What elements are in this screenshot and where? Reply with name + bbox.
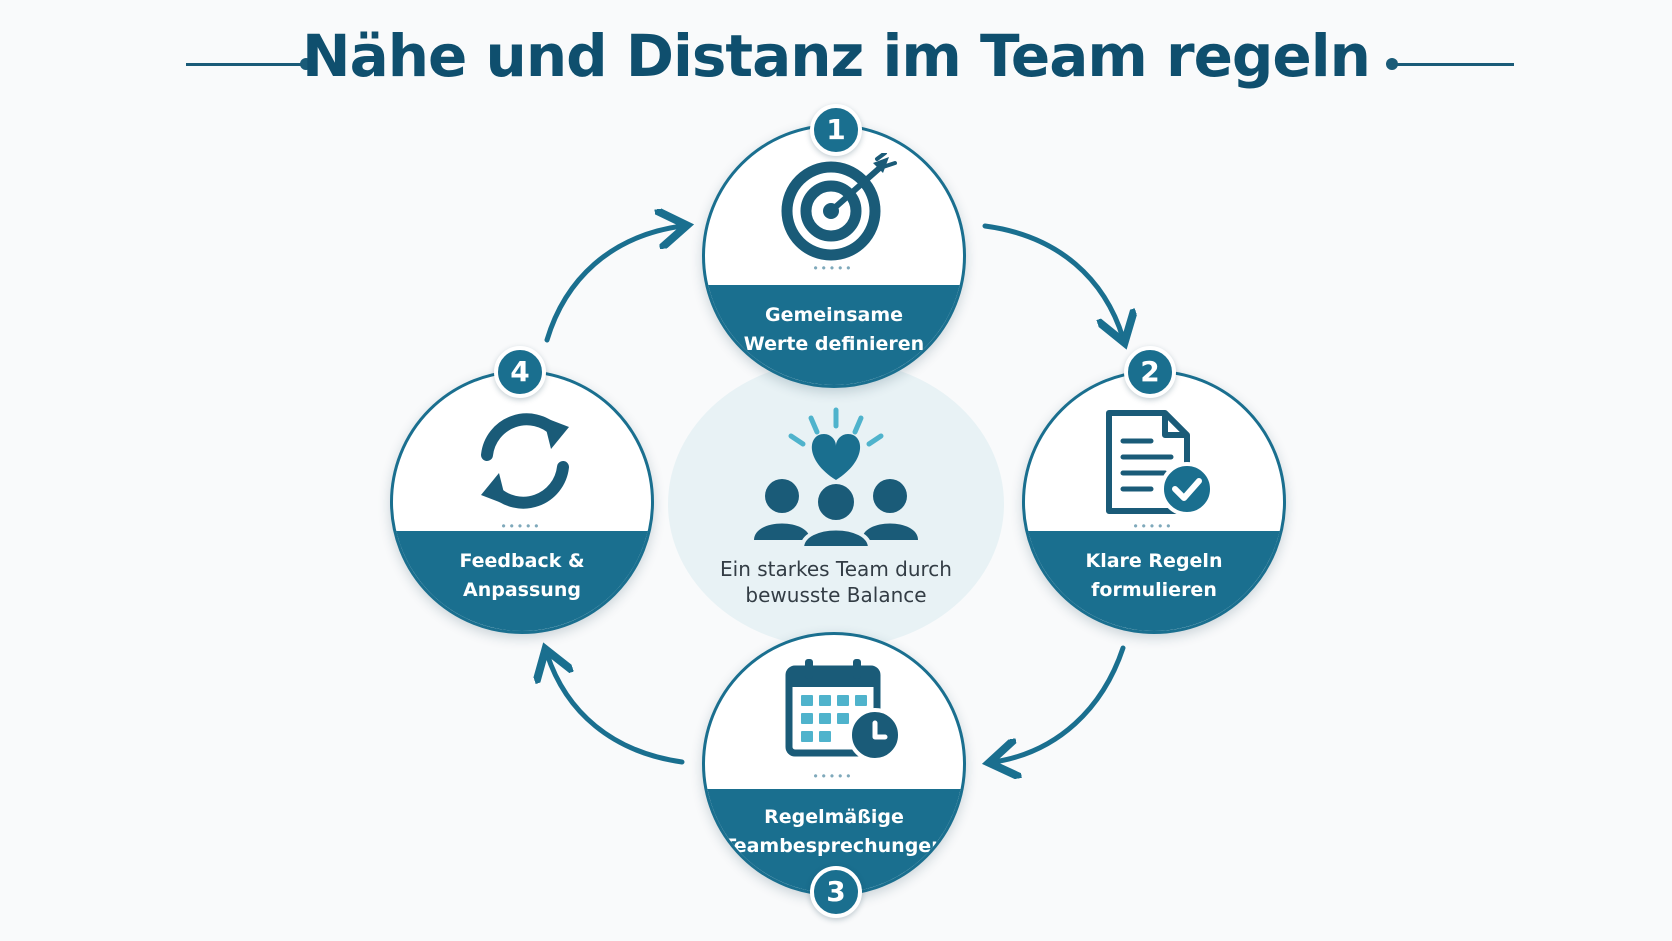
document-check-icon: [1106, 410, 1214, 516]
step-1-dots: •••••: [813, 261, 855, 275]
calendar-clock-icon: [785, 659, 902, 762]
arrow-1-to-2: [982, 223, 1123, 338]
step-4-dots: •••••: [501, 519, 543, 533]
step-2-badge: 2: [1124, 346, 1176, 398]
step-4-label: Feedback & Anpassung: [459, 550, 585, 601]
center-caption-line1: Ein starkes Team durch: [720, 557, 952, 581]
step-4-band: [393, 531, 651, 631]
step-2-circle: ••••• Klare Regeln formulieren: [1022, 370, 1286, 634]
title-line-right: [1396, 63, 1514, 66]
arrow-4-to-1: [544, 226, 682, 343]
step-3-dots: •••••: [813, 769, 855, 783]
page-title: Nähe und Distanz im Team regeln: [302, 22, 1371, 90]
step-1-badge: 1: [810, 104, 862, 156]
title-line-left: [186, 63, 304, 66]
center-caption: Ein starkes Team durch bewusste Balance: [668, 556, 1004, 608]
center-caption-line2: bewusste Balance: [745, 583, 927, 607]
title-dot-right: [1386, 58, 1398, 70]
step-1-circle: ••••• Gemeinsame Werte definieren: [702, 124, 966, 388]
step-3-circle: ••••• Regelmäßige Teambesprechungen: [702, 632, 966, 896]
title-dot-left: [300, 58, 312, 70]
step-4-circle: ••••• Feedback & Anpassung: [390, 370, 654, 634]
step-3-label: Regelmäßige Teambesprechungen: [723, 806, 945, 857]
step-2-band: [1025, 531, 1283, 631]
step-4-badge: 4: [494, 346, 546, 398]
target-arrow-icon: [781, 153, 897, 261]
arrow-2-to-3: [994, 645, 1126, 762]
arrow-3-to-4: [547, 654, 685, 765]
step-2-dots: •••••: [1133, 519, 1175, 533]
step-2-label: Klare Regeln formulieren: [1085, 550, 1223, 601]
refresh-cycle-icon: [481, 413, 569, 509]
step-3-badge: 3: [810, 866, 862, 918]
step-1-label: Gemeinsame Werte definieren: [743, 304, 925, 355]
team-heart-icon: [754, 407, 918, 550]
step-1-band: [705, 285, 963, 385]
